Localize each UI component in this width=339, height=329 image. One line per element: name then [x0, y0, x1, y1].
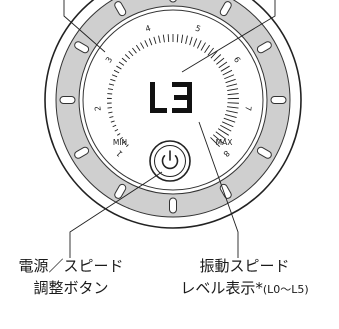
power-callout-line1: 電源／スピード [0, 255, 142, 277]
level-callout: 振動スピード レベル表示*(L0〜L5) [150, 255, 339, 301]
scale-tick [177, 34, 178, 42]
power-callout-line2: 調整ボタン [0, 277, 142, 299]
scale-tick [168, 34, 169, 42]
led-slot [170, 0, 177, 2]
level-callout-line2-main: レベル表示* [180, 279, 263, 297]
led-slot [60, 97, 75, 104]
scale-tick [228, 103, 239, 104]
power-callout: 電源／スピード 調整ボタン [0, 255, 142, 299]
scale-number: 7 [243, 105, 253, 111]
led-slot [170, 198, 177, 213]
scale-tick [108, 108, 112, 109]
level-callout-range: (L0〜L5) [263, 283, 309, 296]
level-callout-line1: 振動スピード [150, 255, 339, 277]
scale-number: 2 [93, 105, 103, 111]
power-button[interactable] [150, 141, 190, 181]
led-slot [271, 97, 286, 104]
max-label: MAX [216, 138, 233, 147]
level-callout-line2: レベル表示*(L0〜L5) [150, 277, 339, 301]
min-label: MIN [113, 138, 127, 147]
